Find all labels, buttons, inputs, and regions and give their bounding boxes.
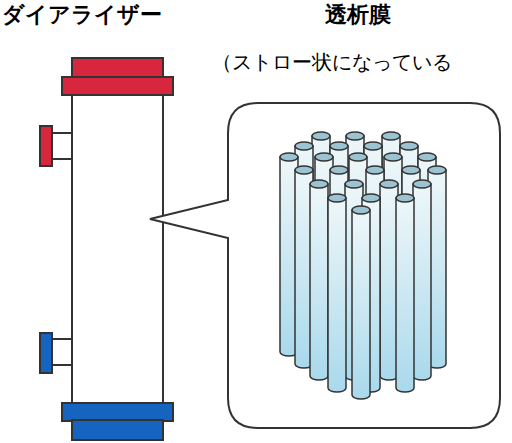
straw-end bbox=[428, 166, 446, 174]
straw-end bbox=[295, 166, 313, 174]
straw-end bbox=[346, 132, 364, 140]
straw-end bbox=[402, 166, 420, 174]
straw-end bbox=[413, 180, 431, 188]
port-connector bbox=[52, 133, 72, 159]
straw-tube bbox=[396, 198, 414, 392]
straw-end bbox=[295, 142, 313, 150]
straw-end bbox=[310, 180, 328, 188]
red-port bbox=[40, 126, 52, 166]
straw-tube bbox=[328, 198, 346, 392]
straw-end bbox=[349, 153, 367, 161]
straw-end bbox=[328, 194, 346, 202]
membrane-label: 透析膜 bbox=[325, 2, 391, 28]
note-label: （ストロー状になっている bbox=[212, 50, 452, 74]
straw-tube bbox=[413, 184, 431, 380]
straw-bundle bbox=[280, 132, 446, 399]
bottom-cap bbox=[62, 403, 173, 421]
port-connector bbox=[52, 339, 72, 365]
straw-end bbox=[366, 166, 384, 174]
straw-end bbox=[330, 166, 348, 174]
straw-end bbox=[384, 153, 402, 161]
straw-end bbox=[345, 180, 363, 188]
straw-end bbox=[362, 194, 380, 202]
dialyzer-body bbox=[72, 92, 163, 405]
straw-tube bbox=[310, 184, 328, 380]
straw-end bbox=[400, 142, 418, 150]
straw-end bbox=[280, 153, 298, 161]
callout-bubble bbox=[150, 103, 500, 428]
title-label: ダイアライザー bbox=[2, 2, 162, 28]
straw-end bbox=[382, 132, 400, 140]
straw-end bbox=[315, 153, 333, 161]
blue-port bbox=[40, 333, 52, 373]
straw-end bbox=[330, 142, 348, 150]
top-cap bbox=[72, 58, 163, 78]
straw-tube bbox=[352, 210, 370, 399]
top-cap bbox=[62, 77, 173, 95]
straw-end bbox=[418, 153, 436, 161]
straw-end bbox=[380, 180, 398, 188]
straw-end bbox=[396, 194, 414, 202]
bottom-cap bbox=[72, 420, 163, 440]
straw-end bbox=[312, 132, 330, 140]
straw-end bbox=[352, 206, 370, 214]
straw-end bbox=[364, 142, 382, 150]
